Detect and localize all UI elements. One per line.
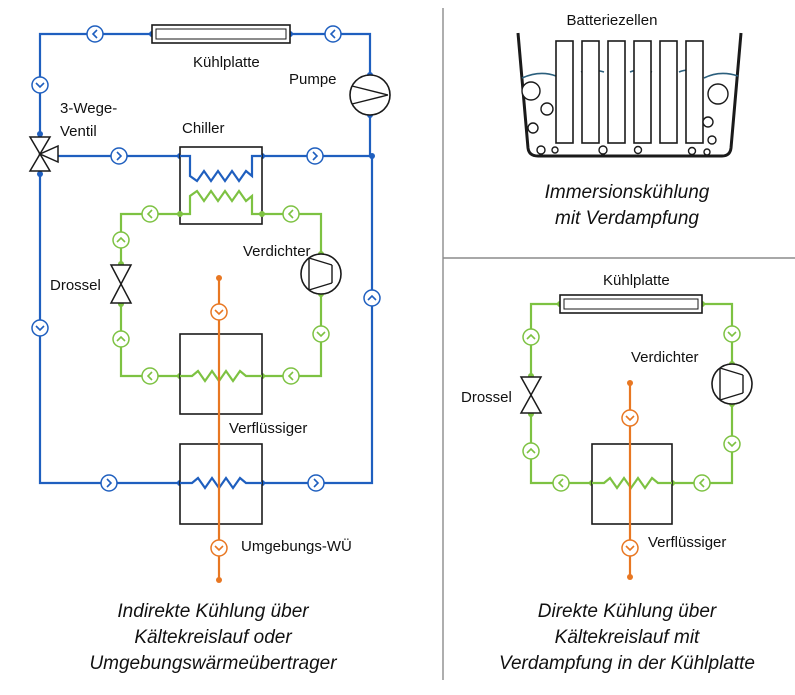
condenser-label: Verflüssiger [229,420,307,437]
flow-arrow-icon [324,25,342,43]
direct-condenser-label: Verflüssiger [648,534,726,551]
coolant-flow-arrows [31,25,381,492]
direct-cold-plate-inner [563,298,699,310]
expansion-valve-icon [519,376,543,414]
battery-cells-label: Batteriezellen [567,12,658,29]
pump-label: Pumpe [289,71,337,88]
flow-arrow-icon [100,474,118,492]
flow-arrow-icon [282,367,300,385]
ambient-air-line [216,275,222,583]
ambient-hx-label: Umgebungs-WÜ [241,537,352,555]
three-way-valve-label-line2: Ventil [60,123,97,140]
flow-arrow-icon [110,147,128,165]
liquid-level [521,69,739,79]
left-caption-line2: Kältekreislauf oder [134,627,292,648]
direct-air-flow-arrows [621,409,639,557]
cold-plate-inner [155,28,287,40]
vapor-bubble-icon [521,81,729,156]
flow-arrow-icon [723,325,741,343]
direct-caption-line3: Verdampfung in der Kühlplatte [499,653,755,674]
direct-compressor-label: Verdichter [631,349,699,366]
flow-arrow-icon [522,442,540,460]
compressor-icon [711,363,753,405]
flow-arrow-icon [210,539,228,557]
flow-arrow-icon [112,330,130,348]
flow-arrow-icon [621,409,639,427]
chiller [179,146,263,225]
three-way-valve-label-line1: 3-Wege- [60,100,117,117]
cold-plate-label: Kühlplatte [193,54,260,71]
flow-arrow-icon [307,474,325,492]
pump-icon [349,74,391,116]
direct-cold-plate [559,294,703,314]
immersion-caption-line1: Immersionskühlung [545,182,710,203]
left-caption-line1: Indirekte Kühlung über [117,601,309,622]
condenser [179,333,263,415]
flow-arrow-icon [693,474,711,492]
flow-arrow-icon [363,289,381,307]
flow-arrow-icon [282,205,300,223]
compressor-icon [300,253,342,295]
flow-arrow-icon [112,231,130,249]
top-right-panel: Batteriezellen Immersionskühlung mit [516,12,743,229]
direct-throttle-label: Drossel [461,389,512,406]
direct-caption-line2: Kältekreislauf mit [555,627,700,648]
direct-caption-line1: Direkte Kühlung über [538,601,717,622]
throttle-label: Drossel [50,277,101,294]
flow-arrow-icon [522,328,540,346]
chiller-refrigerant-coil [180,189,262,216]
battery-cell-icon [555,40,704,144]
left-caption-line3: Umgebungswärmeübertrager [89,653,337,674]
flow-arrow-icon [31,76,49,94]
immersion-caption-line2: mit Verdampfung [555,208,699,229]
compressor-label: Verdichter [243,243,311,260]
flow-arrow-icon [306,147,324,165]
flow-arrow-icon [312,325,330,343]
chiller-coolant-coil [180,154,262,183]
flow-arrow-icon [210,303,228,321]
flow-arrow-icon [31,319,49,337]
three-way-valve-icon [28,136,59,172]
direct-refrigerant-flow-arrows [522,325,741,492]
refrigerant-flow-arrows [112,205,330,385]
left-panel: Kühlplatte Pumpe 3-Wege- Ventil Chiller [28,24,391,674]
cold-plate [151,24,291,44]
immersion-tank [516,32,743,158]
direct-cold-plate-label: Kühlplatte [603,272,670,289]
expansion-valve-icon [109,264,133,304]
flow-arrow-icon [621,539,639,557]
flow-arrow-icon [552,474,570,492]
flow-arrow-icon [86,25,104,43]
chiller-label: Chiller [182,120,225,137]
bottom-right-panel: Kühlplatte Verdichter Drossel Verflüssig… [461,272,755,674]
flow-arrow-icon [141,205,159,223]
air-flow-arrows [210,303,228,557]
flow-arrow-icon [141,367,159,385]
flow-arrow-icon [723,435,741,453]
